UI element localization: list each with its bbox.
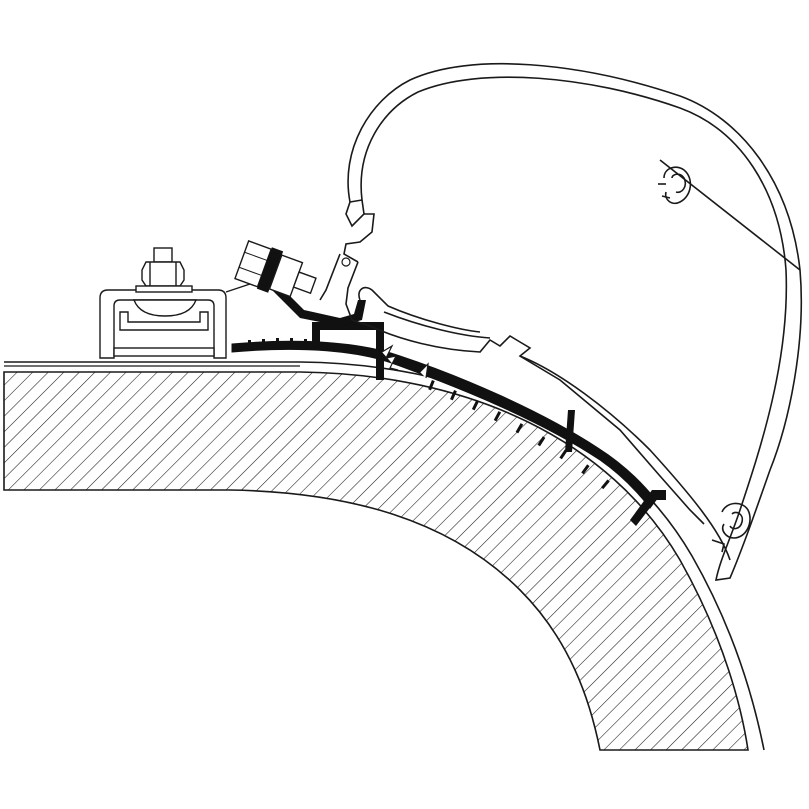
roof-skin-curve bbox=[4, 361, 765, 751]
hex-nut-bolt bbox=[135, 247, 193, 293]
angled-clamp-bolt bbox=[234, 240, 317, 298]
adapter-riser-left bbox=[312, 322, 384, 380]
adapter-end-hook bbox=[630, 490, 666, 526]
mounting-bracket bbox=[99, 289, 227, 359]
upper-c-channel bbox=[658, 166, 692, 205]
roof-wall-hatched-section-fill bbox=[3, 371, 749, 751]
adapter-teeth bbox=[248, 338, 610, 490]
adapter-riser-right bbox=[565, 410, 575, 452]
lower-c-channel bbox=[711, 502, 751, 553]
bracket-link-line bbox=[225, 283, 251, 293]
seal-bead-detail bbox=[341, 257, 429, 379]
